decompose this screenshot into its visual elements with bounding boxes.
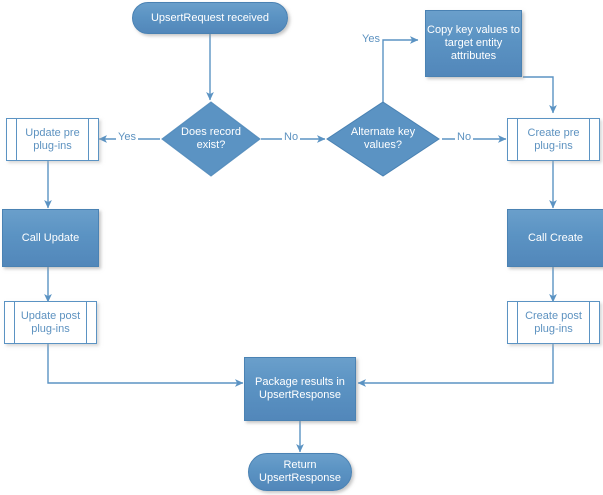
node-return-upsert-response[interactable]: Return UpsertResponse bbox=[248, 453, 352, 491]
decision-shape bbox=[161, 101, 261, 177]
node-alternate-key-values[interactable]: Alternate key values? bbox=[325, 100, 441, 178]
edge-create-post-to-package bbox=[357, 343, 554, 387]
node-label-line1: Copy key values to bbox=[427, 24, 520, 37]
node-label-line3: attributes bbox=[450, 49, 497, 62]
node-label-line2: UpsertResponse bbox=[259, 472, 341, 484]
node-label-line2: target entity bbox=[444, 37, 503, 50]
node-update-post-plugins[interactable]: Update post plug-ins bbox=[4, 301, 97, 344]
node-package-results[interactable]: Package results in UpsertResponse bbox=[244, 357, 356, 421]
node-label-line2: plug-ins bbox=[534, 322, 573, 335]
node-does-record-exist[interactable]: Does record exist? bbox=[160, 100, 262, 178]
node-create-pre-plugins[interactable]: Create pre plug-ins bbox=[507, 118, 600, 161]
edge-update-post-to-package bbox=[47, 343, 244, 387]
node-label: Call Create bbox=[527, 231, 584, 244]
node-create-post-plugins[interactable]: Create post plug-ins bbox=[507, 301, 600, 344]
node-copy-key-values[interactable]: Copy key values to target entity attribu… bbox=[425, 10, 522, 77]
node-upsert-request-received[interactable]: UpsertRequest received bbox=[132, 2, 288, 34]
node-label-line1: Return bbox=[283, 459, 317, 472]
node-label-line1: Create pre bbox=[527, 126, 580, 139]
node-label-line1: Package results in bbox=[255, 376, 345, 389]
edge-label-alt-key-yes: Yes bbox=[360, 33, 382, 45]
node-label: UpsertRequest received bbox=[150, 11, 269, 24]
node-update-pre-plugins[interactable]: Update pre plug-ins bbox=[6, 118, 99, 161]
node-call-create[interactable]: Call Create bbox=[507, 209, 603, 267]
node-label-line2: plug-ins bbox=[31, 322, 70, 335]
node-label-line1: Update post bbox=[20, 309, 81, 322]
node-label-line1: Create post bbox=[525, 309, 582, 322]
edge-copy-to-create-pre bbox=[523, 76, 557, 114]
node-label-line2: plug-ins bbox=[33, 139, 72, 152]
node-call-update[interactable]: Call Update bbox=[2, 209, 99, 267]
node-label-line1: Update pre bbox=[25, 126, 80, 139]
node-label-line2: plug-ins bbox=[534, 139, 573, 152]
decision-shape bbox=[326, 101, 440, 177]
edge-label-record-exists-no: No bbox=[282, 131, 301, 143]
edge-label-record-exists-yes: Yes bbox=[116, 131, 138, 143]
edge-label-alt-key-no: No bbox=[455, 131, 474, 143]
edge-alt-key-yes bbox=[382, 36, 419, 116]
node-label-line2: UpsertResponse bbox=[259, 389, 341, 401]
node-label: Call Update bbox=[21, 231, 80, 244]
